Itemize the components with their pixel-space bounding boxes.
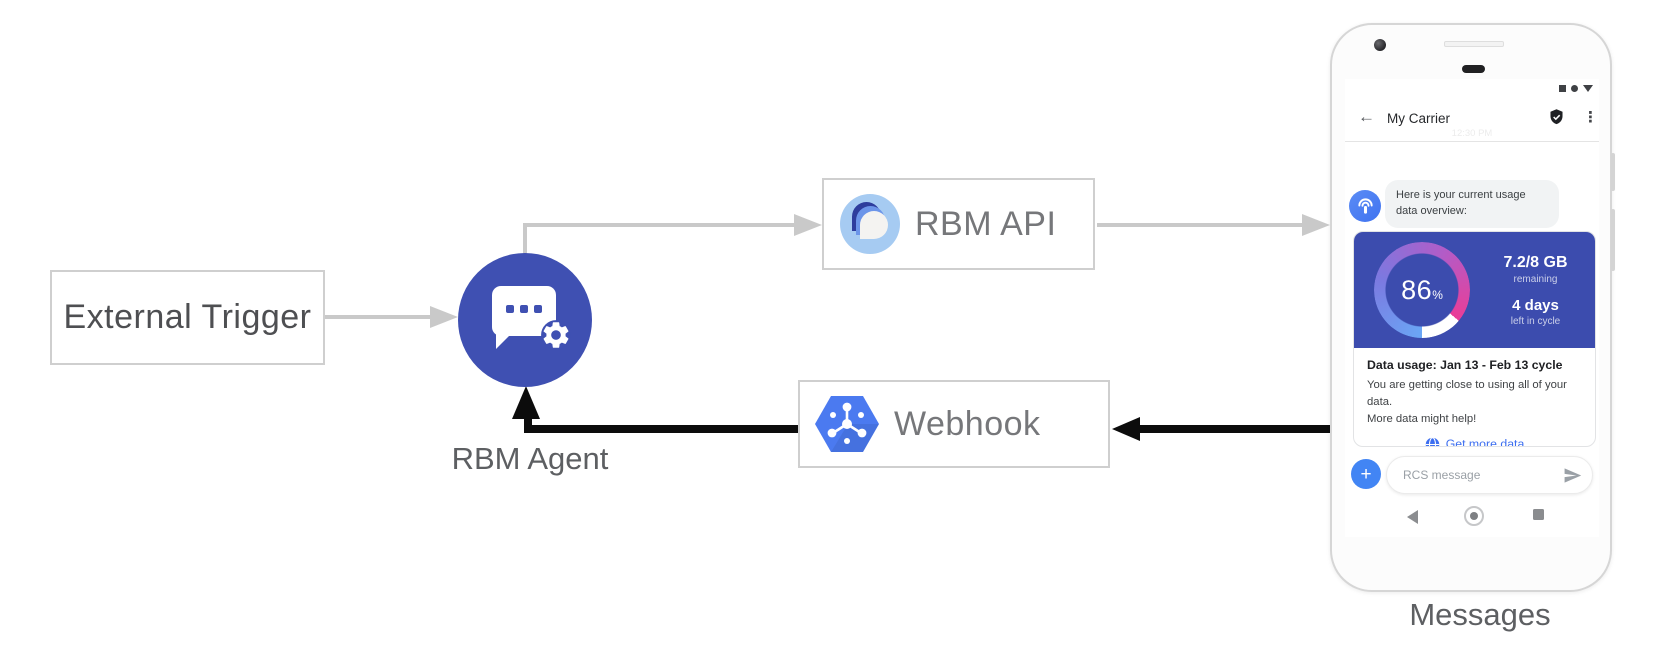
android-nav-bar [1345,503,1599,533]
chat-bubble-tail [496,334,511,349]
external-trigger-label: External Trigger [63,298,312,336]
status-circle-icon [1571,84,1578,92]
get-more-data-label: Get more data [1445,437,1525,447]
conversation-title: My Carrier [1387,111,1450,126]
usage-card-body: Data usage: Jan 13 - Feb 13 cycle You ar… [1354,348,1595,447]
globe-icon [1425,437,1439,446]
send-icon[interactable] [1563,466,1582,485]
remaining-value: 7.2/8 GB [1503,253,1568,271]
usage-gauge-ring [1374,242,1470,338]
arrow-api-to-phone-line [1097,223,1302,227]
arrow-trigger-to-agent-head [430,306,458,328]
power-button[interactable] [1611,153,1615,191]
verified-badge-icon [1550,109,1563,125]
bubble-text-line1: Here is your current usage [1396,189,1526,201]
top-speaker-grille [1444,41,1504,47]
nav-home-icon[interactable] [1464,506,1484,526]
agent-avatar [1349,190,1381,222]
conversation-header: ← My Carrier ⋮ [1345,93,1599,141]
rbm-agent-label: RBM Agent [451,441,609,476]
webhook-node: Webhook [798,380,1110,468]
arrow-phone-to-webhook-line [1140,425,1333,433]
rbm-api-label: RBM API [915,204,1057,243]
webhook-hexagon-icon [815,396,879,452]
typing-dots-icon [506,305,542,313]
gear-icon [541,320,571,350]
nav-back-icon[interactable] [1407,510,1418,524]
agent-message-bubble: Here is your current usage data overview… [1385,180,1559,228]
arrow-agent-to-api-line [523,223,794,227]
arrow-webhook-to-agent-line [524,425,798,433]
arrow-trigger-to-agent-line [325,315,430,319]
data-usage-card: 86 % 7.2/8 GB remaining 4 days left in c… [1353,231,1596,447]
antenna-icon [1357,197,1373,214]
get-more-data-button[interactable]: Get more data [1367,437,1582,447]
usage-gauge-panel: 86 % 7.2/8 GB remaining 4 days left in c… [1354,232,1595,348]
status-bar [1559,83,1593,93]
rbm-agent-node [458,253,592,387]
usage-percent-unit: % [1432,288,1443,302]
arrow-agent-to-api-head [794,214,822,236]
arrow-webhook-to-agent-vertical [524,417,532,433]
attach-plus-button[interactable]: + [1351,459,1381,489]
front-camera [1374,39,1386,51]
back-arrow-icon[interactable]: ← [1358,107,1375,126]
webhook-label: Webhook [894,404,1041,443]
earpiece-speaker [1462,65,1485,73]
message-timestamp: 12:30 PM [1451,128,1493,139]
arrow-api-to-phone-head [1302,214,1330,236]
messages-app-label: Messages [1409,597,1551,632]
status-triangle-icon [1583,84,1593,92]
status-square-icon [1559,84,1566,92]
overflow-menu-icon[interactable]: ⋮ [1583,109,1598,126]
arrow-webhook-to-agent-head [512,386,540,419]
cycle-days-label: left in cycle [1510,315,1561,327]
rbm-api-node: RBM API [822,178,1095,270]
arrow-phone-to-webhook-head [1112,417,1140,441]
message-composer [1386,456,1593,494]
remaining-label: remaining [1513,273,1558,285]
nav-recents-icon[interactable] [1533,509,1544,520]
phone-screen: ← My Carrier ⋮ 12:30 PM Here is your cur… [1345,79,1599,537]
chat-bubble-icon [492,286,556,336]
usage-card-description: You are getting close to using all of yo… [1367,379,1567,425]
rcs-message-input[interactable] [1401,467,1563,483]
header-divider [1345,141,1599,142]
phone-device: ← My Carrier ⋮ 12:30 PM Here is your cur… [1330,23,1615,592]
volume-button[interactable] [1611,209,1615,271]
usage-percent: 86 [1401,274,1433,305]
cycle-days-value: 4 days [1512,296,1559,314]
arrow-agent-to-api-vertical [523,225,527,255]
usage-stats: 7.2/8 GB remaining 4 days left in cycle [1482,232,1589,348]
external-trigger-node: External Trigger [50,270,325,365]
rbm-api-logo-icon [840,194,900,254]
usage-gauge-value: 86 % [1374,242,1470,338]
bubble-text-line2: data overview: [1396,204,1467,217]
usage-card-title: Data usage: Jan 13 - Feb 13 cycle [1367,358,1563,372]
